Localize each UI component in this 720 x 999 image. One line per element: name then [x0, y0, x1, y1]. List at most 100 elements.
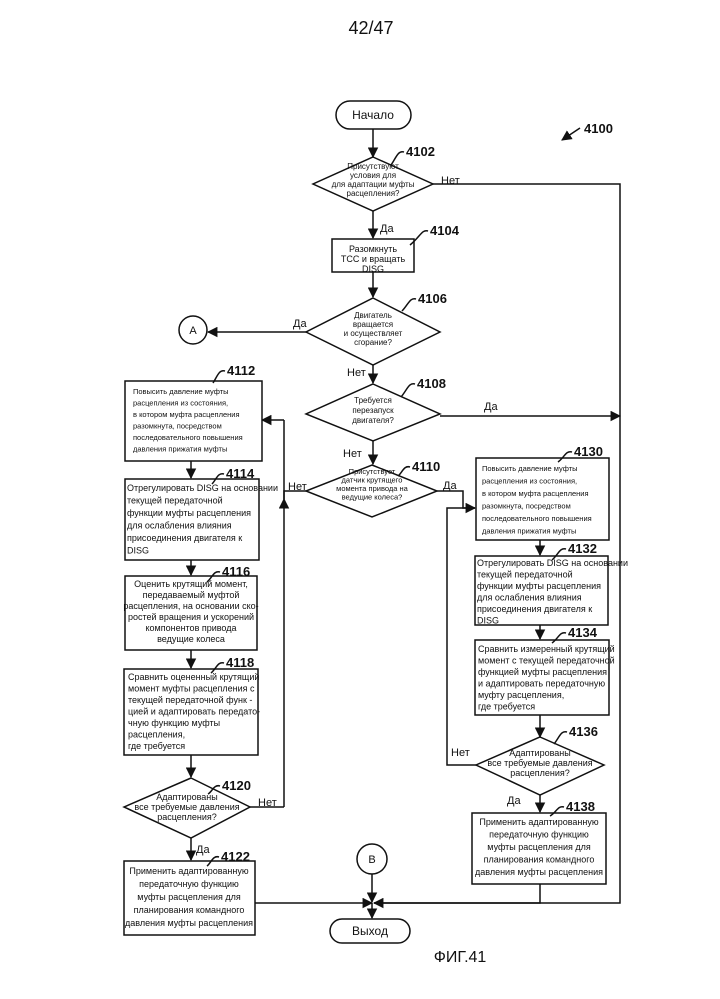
4134-text-line: Сравнить измеренный крутящий	[478, 644, 615, 654]
ref-number-4102: 4102	[406, 144, 435, 159]
label-4110-yes: Да	[443, 480, 457, 492]
ref-leader-line	[402, 299, 416, 311]
4134-text-line: функцией муфты расцепления	[478, 667, 607, 677]
4116-text-line: Оценить крутящий момент,	[134, 579, 248, 589]
4104-text-line: Разомкнуть	[349, 244, 397, 254]
4106-text-line: вращается	[353, 320, 393, 329]
4136-text-line: все требуемые давления	[487, 758, 592, 768]
ref-number-4112: 4112	[227, 363, 255, 378]
label-4102-no: Нет	[441, 175, 460, 187]
4138-text-line: давления муфты расцепления	[475, 867, 603, 877]
4116-text-line: ростей вращения и ускорений	[128, 612, 254, 622]
4112-text-line: давления прижатия муфты	[133, 445, 227, 454]
4102-text-line: расцепления?	[347, 189, 401, 198]
process-4118: Сравнить оцененный крутящиймомент муфты …	[124, 669, 260, 755]
ref-number-4114: 4114	[226, 466, 255, 481]
label-4106-no: Нет	[347, 367, 366, 379]
4114-text-line: для ослабления влияния	[127, 521, 232, 531]
ref-number-4104: 4104	[430, 223, 460, 238]
ref-number-4110: 4110	[412, 459, 440, 474]
4118-text-line: цией и адаптировать передато-	[128, 707, 260, 717]
4104-text-line: TCC и вращать	[341, 254, 406, 264]
ref-leader-line	[554, 732, 567, 744]
process-4132: Отрегулировать DISG на основаниитекущей …	[475, 556, 628, 626]
4122-text-line: давления муфты расцепления	[125, 918, 253, 928]
end-label: Выход	[352, 924, 388, 938]
4132-text-line: для ослабления влияния	[477, 593, 582, 603]
ref-number-4120: 4120	[222, 778, 251, 793]
process-4130: Повысить давление муфтырасцепления из со…	[476, 458, 609, 540]
4122-text-line: Применить адаптированную	[129, 866, 248, 876]
end-terminal: Выход	[330, 919, 410, 943]
4108-text-line: Требуется	[354, 396, 392, 405]
4112-text-line: в котором муфта расцепления	[133, 410, 240, 419]
4116-text-line: расцепления, на основании ско-	[123, 601, 258, 611]
process-4122: Применить адаптированнуюпередаточную фун…	[124, 861, 255, 935]
decision-4106: Двигательвращаетсяи осуществляетсгорание…	[306, 298, 440, 365]
ref-number-4116: 4116	[222, 564, 250, 579]
label-4110-no: Нет	[288, 481, 307, 493]
start-terminal: Начало	[336, 101, 411, 129]
4112-text-line: последовательного повышения	[133, 433, 243, 442]
decision-4136: Адаптированывсе требуемые давлениярасцеп…	[476, 737, 604, 795]
4130-text-line: в котором муфта расцепления	[482, 489, 589, 498]
ref-leader-line	[398, 467, 410, 476]
ref-number-4118: 4118	[226, 655, 254, 670]
4118-text-line: расцепления,	[128, 730, 185, 740]
4120-text-line: расцепления?	[157, 812, 217, 822]
connector-b: B	[357, 844, 387, 874]
4130-text-line: Повысить давление муфты	[482, 464, 578, 473]
process-4104: РазомкнутьTCC и вращатьDISG	[332, 239, 414, 274]
ref-number-4132: 4132	[568, 541, 597, 556]
4118-text-line: момент муфты расцепления с	[128, 684, 255, 694]
4106-text-line: сгорание?	[354, 338, 392, 347]
4104-text-line: DISG	[362, 264, 384, 274]
4108-text-line: перезапуск	[352, 406, 394, 415]
label-4108-no: Нет	[343, 448, 362, 460]
ref-number-4108: 4108	[417, 376, 446, 391]
ref-number-4134: 4134	[568, 625, 598, 640]
connector-a-label: A	[189, 325, 197, 337]
ref-number-4136: 4136	[569, 724, 598, 739]
decision-4108: Требуетсяперезапускдвигателя?	[306, 384, 440, 441]
4118-text-line: где требуется	[128, 741, 185, 751]
4116-text-line: компонентов привода	[145, 623, 236, 633]
4110-text-line: ведущие колеса?	[342, 493, 403, 502]
flow-4110-yes	[437, 491, 475, 508]
4114-text-line: Отрегулировать DISG на основании	[127, 483, 278, 493]
4134-text-line: где требуется	[478, 702, 535, 712]
4114-text-line: DISG	[127, 546, 149, 556]
process-4116: Оценить крутящий момент,передаваемый муф…	[123, 576, 258, 650]
process-4138: Применить адаптированнуюпередаточную фун…	[472, 813, 606, 884]
flow-4138-to-join	[374, 884, 540, 903]
4118-text-line: текущей передаточной функ -	[128, 695, 252, 705]
process-4112: Повысить давление муфтырасцепления из со…	[125, 381, 262, 461]
4132-text-line: DISG	[477, 616, 499, 626]
4118-text-line: чную функцию муфты	[128, 718, 220, 728]
4138-text-line: муфты расцепления для	[487, 842, 591, 852]
ref-number-4106: 4106	[418, 291, 447, 306]
ref-number-4130: 4130	[574, 444, 603, 459]
label-4136-yes: Да	[507, 795, 521, 807]
label-4106-yes: Да	[293, 318, 307, 330]
label-4102-yes: Да	[380, 223, 394, 235]
4136-text-line: Адаптированы	[509, 748, 570, 758]
connector-b-label: B	[368, 854, 375, 866]
diagram-reference: 4100	[562, 121, 613, 140]
4136-text-line: расцепления?	[510, 768, 570, 778]
4122-text-line: планирования командного	[134, 905, 245, 915]
4132-text-line: присоединения двигателя к	[477, 604, 592, 614]
4106-text-line: и осуществляет	[344, 329, 403, 338]
ref-leader-line	[401, 384, 415, 397]
connector-a: A	[179, 316, 207, 344]
4102-text-line: условия для	[350, 171, 396, 180]
4116-text-line: передаваемый муфтой	[143, 590, 240, 600]
4132-text-line: текущей передаточной	[477, 570, 573, 580]
4120-text-line: все требуемые давления	[134, 802, 239, 812]
4112-text-line: разомкнута, посредством	[133, 422, 222, 431]
4138-text-line: планирования командного	[484, 855, 595, 865]
4114-text-line: функции муфты расцепления	[127, 508, 251, 518]
4122-text-line: муфты расцепления для	[137, 892, 241, 902]
process-4114: Отрегулировать DISG на основаниитекущей …	[125, 479, 278, 560]
4134-text-line: момент с текущей передаточной	[478, 656, 615, 666]
